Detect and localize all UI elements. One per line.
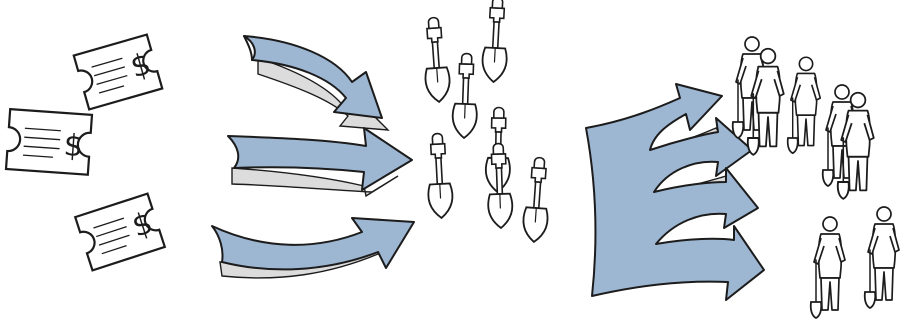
shovel-icon — [486, 143, 513, 228]
person-with-shovel-icon — [865, 207, 899, 308]
shovel-group — [421, 0, 552, 243]
dollar-ticket-icon: $ — [6, 109, 92, 175]
shovel-icon — [522, 157, 552, 243]
curved-arrow-icon — [212, 218, 414, 278]
curved-arrow-icon — [244, 36, 388, 130]
shovel-icon — [425, 133, 454, 219]
shovel-icon — [421, 17, 451, 103]
person-with-shovel-icon — [811, 217, 845, 318]
arrow-group — [212, 36, 414, 278]
dollar-ticket-icon: $ — [75, 194, 165, 271]
shovel-icon — [481, 0, 510, 83]
ticket-group: $ $ $ — [6, 35, 165, 271]
curved-arrow-icon — [228, 128, 412, 196]
person-with-shovel-icon — [788, 57, 821, 153]
dollar-ticket-icon: $ — [74, 35, 162, 110]
ticket-dollar-sign: $ — [63, 128, 84, 164]
shovel-icon — [452, 53, 479, 138]
